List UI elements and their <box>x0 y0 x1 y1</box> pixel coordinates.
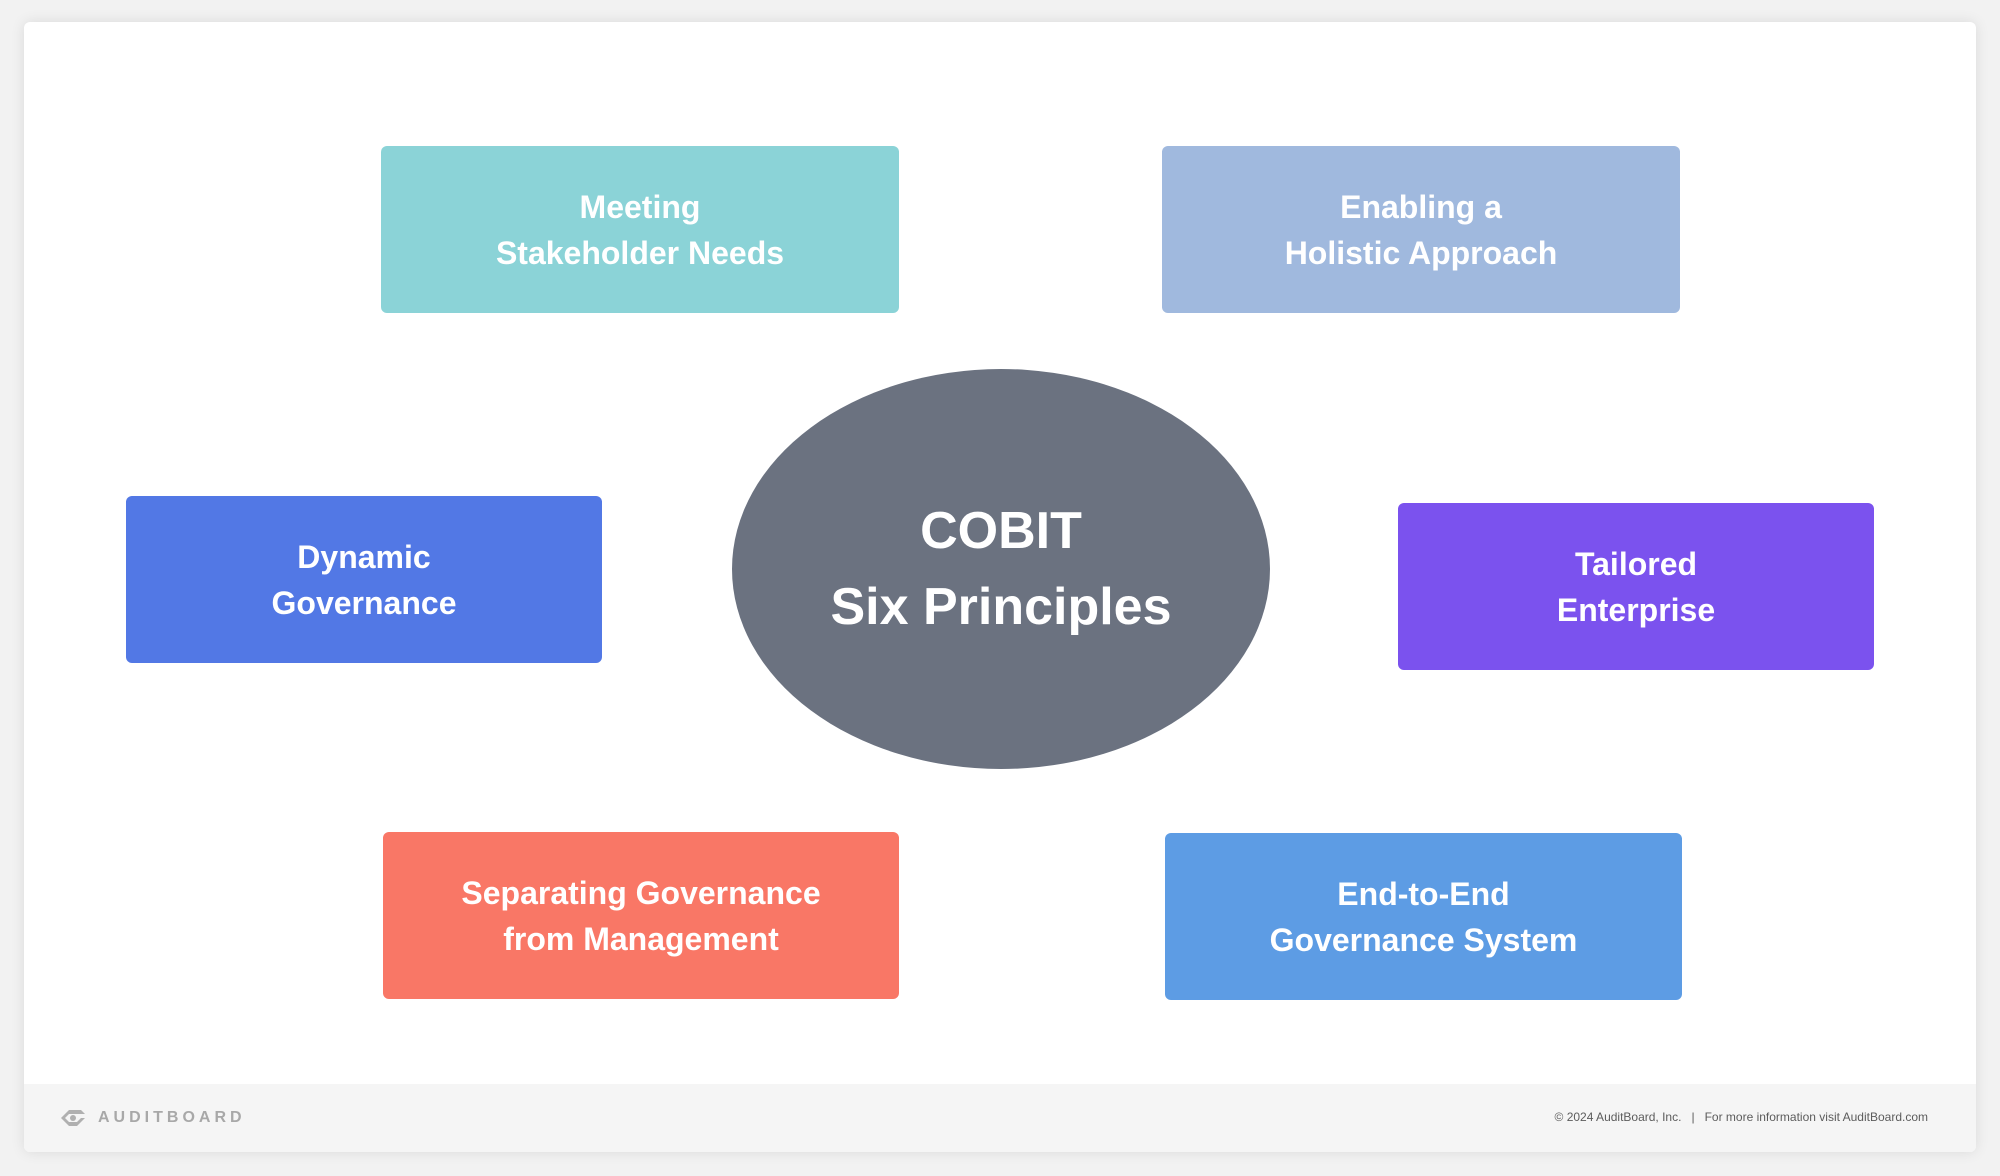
copyright-text: © 2024 AuditBoard, Inc. <box>1554 1110 1682 1124</box>
principle-label-line2: from Management <box>503 920 779 957</box>
center-title-line2: Six Principles <box>830 578 1172 636</box>
separator: | <box>1691 1110 1695 1124</box>
principle-label-line1: Dynamic <box>297 538 431 575</box>
principle-dynamic-governance: Dynamic Governance <box>126 496 602 663</box>
info-text: For more information visit AuditBoard.co… <box>1704 1110 1928 1124</box>
principle-separating-governance: Separating Governance from Management <box>383 832 899 999</box>
principle-meeting-stakeholder-needs: Meeting Stakeholder Needs <box>381 146 899 313</box>
principle-label-line2: Holistic Approach <box>1284 234 1558 271</box>
principle-label-line1: Enabling a <box>1340 188 1502 225</box>
brand-name: AUDITBOARD <box>98 1109 246 1126</box>
principle-end-to-end-governance: End-to-End Governance System <box>1165 833 1682 1000</box>
diagram-card: Meeting Stakeholder Needs Enabling a Hol… <box>24 22 1976 1152</box>
principle-label-line1: Tailored <box>1574 545 1698 582</box>
principle-label-line1: Meeting <box>579 188 701 225</box>
principle-label-line1: End-to-End <box>1337 875 1510 912</box>
principle-tailored-enterprise: Tailored Enterprise <box>1398 503 1874 670</box>
auditboard-logo-icon <box>61 1110 85 1126</box>
principle-label-line2: Stakeholder Needs <box>495 234 785 271</box>
principle-enabling-holistic-approach: Enabling a Holistic Approach <box>1162 146 1680 313</box>
principle-label-line2: Governance <box>271 584 457 621</box>
center-ellipse: COBIT Six Principles <box>732 369 1270 769</box>
center-title-line1: COBIT <box>920 502 1082 560</box>
principle-label-line1: Separating Governance <box>461 874 821 911</box>
auditboard-logo: AUDITBOARD <box>58 1104 246 1132</box>
footer-bar: AUDITBOARD © 2024 AuditBoard, Inc. | For m… <box>24 1084 1976 1152</box>
principle-label-line2: Enterprise <box>1556 591 1716 628</box>
copyright-line: © 2024 AuditBoard, Inc. | For more informa… <box>1555 1110 1928 1124</box>
principle-label-line2: Governance System <box>1269 921 1578 958</box>
